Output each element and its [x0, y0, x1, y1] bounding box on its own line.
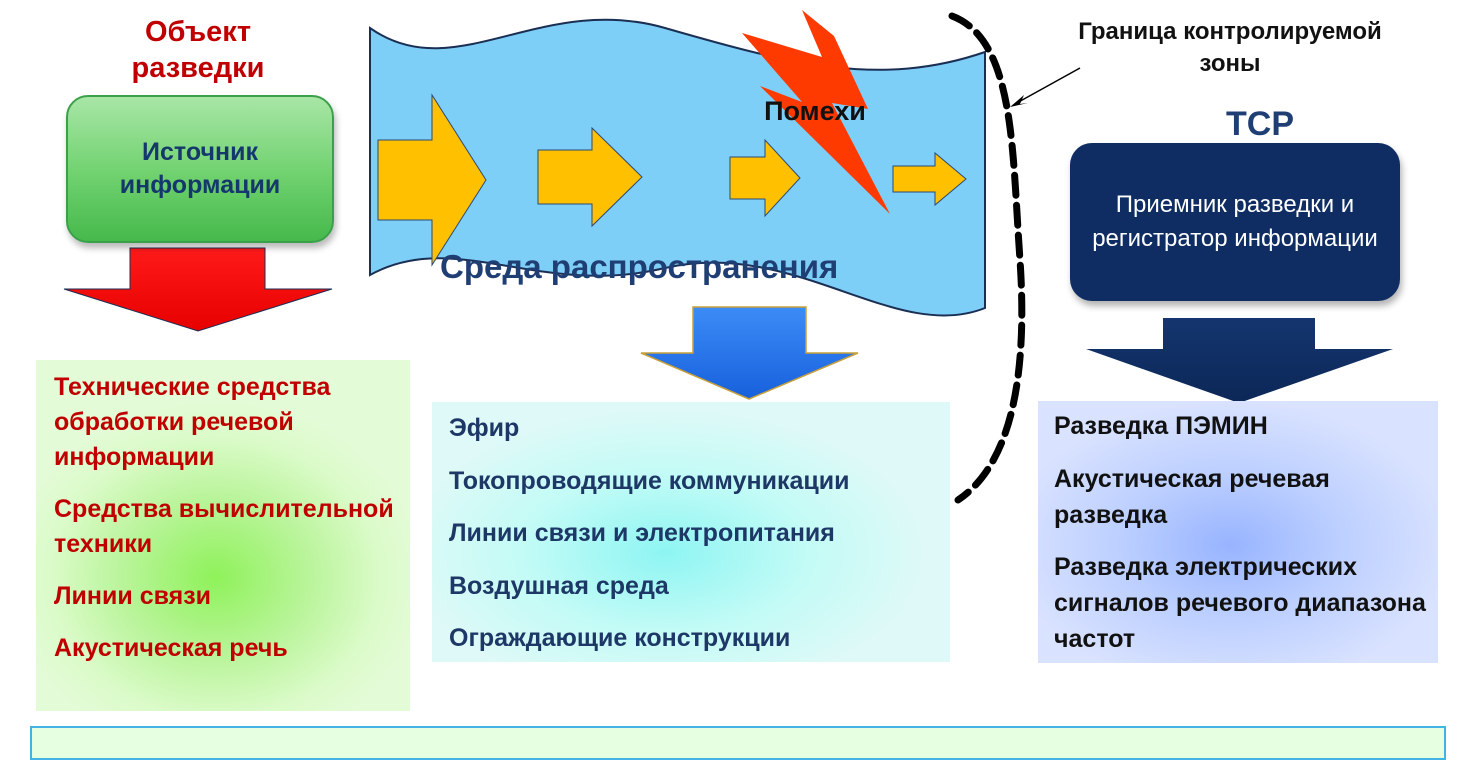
pointer-arrowhead: [1010, 95, 1028, 107]
yellow-arrow-1: [377, 93, 487, 267]
list-item: Разведка ПЭМИН: [1054, 412, 1268, 440]
bottom-panel: [30, 726, 1446, 760]
source-label: Источник информации: [119, 138, 281, 199]
yellow-arrow-2: [537, 126, 643, 228]
interference-label: Помехи: [764, 96, 866, 126]
boundary-pointer: [1014, 67, 1081, 105]
red-arrow-down: [63, 247, 333, 332]
list-item: Акустическая речь: [54, 634, 288, 662]
receiver-box: Приемник разведки и регистратор информац…: [1070, 143, 1400, 301]
left-panel: Технические средства обработки речевой и…: [36, 360, 410, 711]
list-item: Средства вычислительной техники: [54, 495, 394, 558]
blue-arrow-down: [640, 306, 859, 400]
yellow-arrow-4: [892, 151, 967, 207]
receiver-label: Приемник разведки и регистратор информац…: [1092, 191, 1378, 252]
list-item: Эфир: [449, 414, 520, 442]
mid-panel: Эфир Токопроводящие коммуникации Линии с…: [432, 402, 950, 662]
list-item: Линии связи: [54, 582, 212, 610]
list-item: Воздушная среда: [449, 571, 669, 600]
right-panel: Разведка ПЭМИН Акустическая речевая разв…: [1038, 401, 1438, 663]
controlled-zone-boundary: [948, 12, 1026, 504]
list-item: Акустическая речевая разведка: [1054, 464, 1330, 529]
list-item: Технические средства обработки речевой и…: [54, 373, 331, 471]
lightning-icon: [742, 10, 890, 214]
yellow-arrow-3: [729, 138, 801, 218]
diagram-graphics: [63, 10, 1393, 504]
list-item: Разведка электрических сигналов речевого…: [1054, 553, 1426, 653]
list-item: Ограждающие конструкции: [449, 624, 791, 652]
navy-arrow-down: [1086, 318, 1393, 403]
tcp-label: ТСР: [1226, 105, 1294, 143]
source-box: Источник информации: [66, 95, 334, 243]
object-title: Объект разведки: [131, 16, 265, 84]
list-item: Линии связи и электропитания: [449, 519, 835, 547]
list-item: Токопроводящие коммуникации: [449, 466, 850, 495]
border-label: Граница контролируемой зоны: [1078, 18, 1382, 77]
medium-label: Среда распространения: [440, 248, 839, 285]
